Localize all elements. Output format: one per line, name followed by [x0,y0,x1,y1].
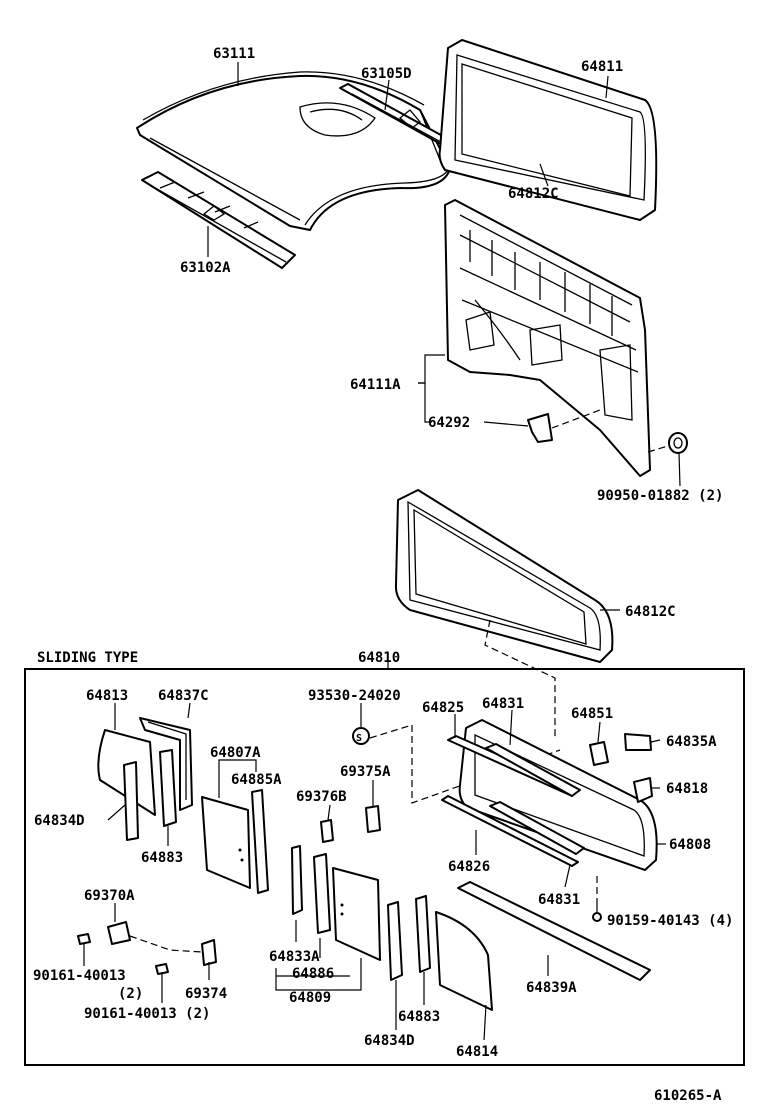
roof-panel [136,71,451,231]
label-64818: 64818 [666,781,708,797]
roof-reinforcement [141,171,296,269]
label-90161-b: 90161-40013 (2) [84,1006,210,1022]
label-69370A: 69370A [84,888,135,904]
label-64813: 64813 [86,688,128,704]
label-64812C-top: 64812C [508,186,559,202]
sliding-type-box [24,668,745,1066]
label-64835A: 64835A [666,734,717,750]
bracket-dashed-leader [129,935,203,953]
clip-dashed-leader [551,409,601,429]
label-64834D-right: 64834D [364,1033,415,1049]
label-90950: 90950-01882 (2) [597,488,723,504]
svg-text:S: S [356,733,362,744]
label-64833A: 64833A [269,949,320,965]
grommet [668,432,688,454]
label-64811: 64811 [581,59,623,75]
label-69376B: 69376B [296,789,347,805]
bracket-69370A [107,921,131,945]
screw-90161-b [155,963,169,1003]
leader-lines [107,62,681,1041]
grommet-dashed-leader [647,445,669,453]
label-64809: 64809 [289,990,331,1006]
label-63111: 63111 [213,46,255,62]
screw-90161-a [77,933,91,966]
channel-64834D-right [387,901,403,981]
channel-64839A [457,881,651,981]
label-64831-bottom: 64831 [538,892,580,908]
label-64111A: 64111A [350,377,401,393]
back-window-frame-upper [438,39,658,221]
channel-64831-lower [489,801,585,855]
label-64812C-mid: 64812C [625,604,676,620]
glass-64809 [332,867,381,961]
label-64883-right: 64883 [398,1009,440,1025]
label-63105D: 63105D [361,66,412,82]
label-64292: 64292 [428,415,470,431]
label-90159: 90159-40143 (4) [607,913,733,929]
label-64825: 64825 [422,700,464,716]
channel-64885A [251,789,269,894]
label-64834D-left: 64834D [34,813,85,829]
weatherstrip-dashed-leader [484,619,556,740]
label-64883-left: 64883 [141,850,183,866]
label-64885A: 64885A [231,772,282,788]
diagram-id: 610265-A [654,1088,722,1104]
clip-64292 [527,413,553,443]
channel-64883-left [159,749,177,827]
label-64886: 64886 [292,966,334,982]
bracket-69374 [201,939,217,966]
run-64837C [139,717,193,811]
channel-64886 [313,853,331,934]
screw-93530: S [352,727,370,745]
section-title: SLIDING TYPE [37,650,138,666]
label-69374: 69374 [185,986,227,1002]
label-93530: 93530-24020 [308,688,401,704]
strip-64826 [441,795,579,867]
label-64831-top: 64831 [482,696,524,712]
label-69375A: 69375A [340,764,391,780]
strip-64833A [291,845,303,915]
lock-64851 [589,741,609,766]
label-90161-a-qty: (2) [118,986,143,1002]
label-64807A: 64807A [210,745,261,761]
glass-64814 [435,911,493,1011]
label-64810: 64810 [358,650,400,666]
handle-64835A [624,733,652,751]
screw-90159 [592,905,602,922]
channel-64883-right [415,895,431,973]
glass-64807A [201,796,251,889]
label-64814: 64814 [456,1044,498,1060]
label-90161-a: 90161-40013 [33,968,126,984]
label-64837C: 64837C [158,688,209,704]
channel-64834D-left [123,761,139,841]
label-64826: 64826 [448,859,490,875]
bracket-69375A [365,805,381,833]
bracket-69376B [320,819,334,843]
back-panel [444,199,651,477]
label-64839A: 64839A [526,980,577,996]
label-64851: 64851 [571,706,613,722]
stopper-64818 [633,777,653,803]
channel-64831-upper [485,743,581,797]
label-64808: 64808 [669,837,711,853]
label-63102A: 63102A [180,260,231,276]
back-window-weatherstrip [394,489,614,663]
